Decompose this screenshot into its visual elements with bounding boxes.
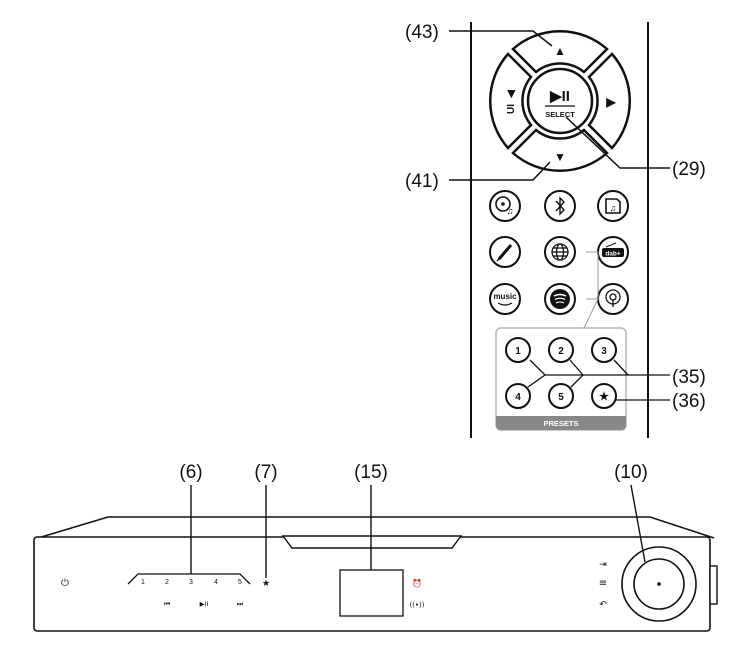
control-knob-dot xyxy=(657,582,661,586)
preset-label-1: 1 xyxy=(515,346,521,357)
ui-label: UI xyxy=(506,104,517,114)
presets-panel: PRESETS 1 2 3 4 5 ★ xyxy=(495,327,627,431)
preset-label-2: 2 xyxy=(558,346,564,357)
front-preset-4[interactable]: 4 xyxy=(214,579,218,586)
select-label: SELECT xyxy=(545,110,575,119)
front-preset-3[interactable]: 3 xyxy=(189,579,193,586)
prev-track-icon[interactable]: ⏮ xyxy=(164,600,170,608)
favourite-button[interactable] xyxy=(591,383,617,409)
right-button[interactable] xyxy=(587,52,631,150)
front-star-icon[interactable]: ★ xyxy=(262,579,270,589)
preset-button-4[interactable] xyxy=(505,383,531,409)
amazon-music-icon: music xyxy=(493,292,517,306)
amazon-music-button[interactable] xyxy=(489,283,521,315)
device-top-edge xyxy=(37,516,715,539)
preset-button-2[interactable] xyxy=(548,337,574,363)
up-arrow-icon: ▲ xyxy=(554,44,566,58)
preset-button-5[interactable] xyxy=(548,383,574,409)
leader-presets-4 xyxy=(570,374,584,388)
preset-label-3: 3 xyxy=(601,346,607,357)
down-button[interactable] xyxy=(511,128,609,172)
leader-presets-5 xyxy=(613,359,629,376)
front-preset-1[interactable]: 1 xyxy=(141,579,145,586)
callout-down: (41) xyxy=(405,171,439,192)
power-icon[interactable]: ⏻ xyxy=(61,578,69,589)
alarm-icon: ⏰ xyxy=(412,578,422,588)
front-panel-device: ⏻ 1 2 3 4 5 ★ ⏮ ▶II ⏭ ⏰ ((•)) ⇥ ≡ ↶ xyxy=(33,516,718,632)
cd-music-button[interactable] xyxy=(489,190,521,222)
leader-up xyxy=(449,30,553,47)
source-buttons: ♫ ♫ xyxy=(489,190,629,315)
left-arrow-icon: ◀ UI xyxy=(506,90,517,114)
aux-jack-icon xyxy=(496,244,513,262)
spotify-icon xyxy=(550,289,570,309)
callout-presets: (35) xyxy=(672,367,706,388)
callout-favourite-key: (7) xyxy=(254,462,277,483)
disc-slot xyxy=(281,535,463,549)
display-screen xyxy=(339,569,404,617)
side-knob-tab xyxy=(709,565,718,605)
dab-label: dab+ xyxy=(605,251,621,258)
preset-key-outline xyxy=(127,573,251,585)
amazon-music-label: music xyxy=(493,292,517,301)
callout-preset-keys: (6) xyxy=(179,462,202,483)
callout-control-knob: (10) xyxy=(614,462,648,483)
leader-control-knob xyxy=(630,484,646,563)
play-pause-icon: ▶II xyxy=(549,88,570,105)
callout-up: (43) xyxy=(405,22,439,43)
leader-presets-3 xyxy=(569,359,584,376)
front-preset-2[interactable]: 2 xyxy=(165,579,169,586)
down-arrow-icon: ▼ xyxy=(554,150,566,164)
leader-select xyxy=(565,116,670,169)
star-icon: ★ xyxy=(599,391,609,403)
menu-icon[interactable]: ≡ xyxy=(599,578,607,589)
presets-label: PRESETS xyxy=(543,419,578,428)
leader-source-link xyxy=(583,298,599,329)
leader-presets-2 xyxy=(527,374,546,388)
input-icon[interactable]: ⇥ xyxy=(599,560,607,570)
preset-label-4: 4 xyxy=(515,392,521,403)
left-button[interactable] xyxy=(489,52,533,150)
callout-display: (15) xyxy=(354,462,388,483)
leader-source-group xyxy=(586,251,599,300)
leader-down xyxy=(449,161,551,181)
right-arrow-icon: ▶ xyxy=(605,95,616,109)
dab-icon: dab+ xyxy=(602,242,624,258)
podcast-icon xyxy=(605,289,621,307)
podcast-button[interactable] xyxy=(597,283,629,315)
internet-radio-icon xyxy=(551,243,569,261)
presets-band xyxy=(496,416,626,430)
navigation-pad: ▲ ▼ ▶ ◀ UI ▶II SELECT xyxy=(489,30,631,172)
callout-select: (29) xyxy=(672,159,706,180)
usb-music-icon: ♫ xyxy=(605,198,621,214)
remote-control: ▲ ▼ ▶ ◀ UI ▶II SELECT ♫ xyxy=(470,22,649,438)
svg-text:♫: ♫ xyxy=(610,203,617,213)
left-arrow-glyph: ◀ xyxy=(506,90,517,99)
front-play-pause-icon[interactable]: ▶II xyxy=(200,600,209,608)
select-button[interactable] xyxy=(526,67,594,135)
callout-favourite: (36) xyxy=(672,391,706,412)
bluetooth-icon xyxy=(555,196,565,216)
back-icon[interactable]: ↶ xyxy=(599,600,607,610)
preset-label-5: 5 xyxy=(558,392,564,403)
cd-music-icon: ♫ xyxy=(495,196,514,216)
ir-sensor-icon: ((•)) xyxy=(409,601,424,609)
next-track-icon[interactable]: ⏭ xyxy=(237,600,244,608)
svg-text:♫: ♫ xyxy=(507,206,514,216)
preset-button-1[interactable] xyxy=(505,337,531,363)
front-preset-5[interactable]: 5 xyxy=(238,579,242,586)
preset-button-3[interactable] xyxy=(591,337,617,363)
front-callouts: (6) (7) (15) (10) xyxy=(179,462,648,578)
remote-callouts: (43) (41) (29) (35) (36) xyxy=(405,22,706,412)
